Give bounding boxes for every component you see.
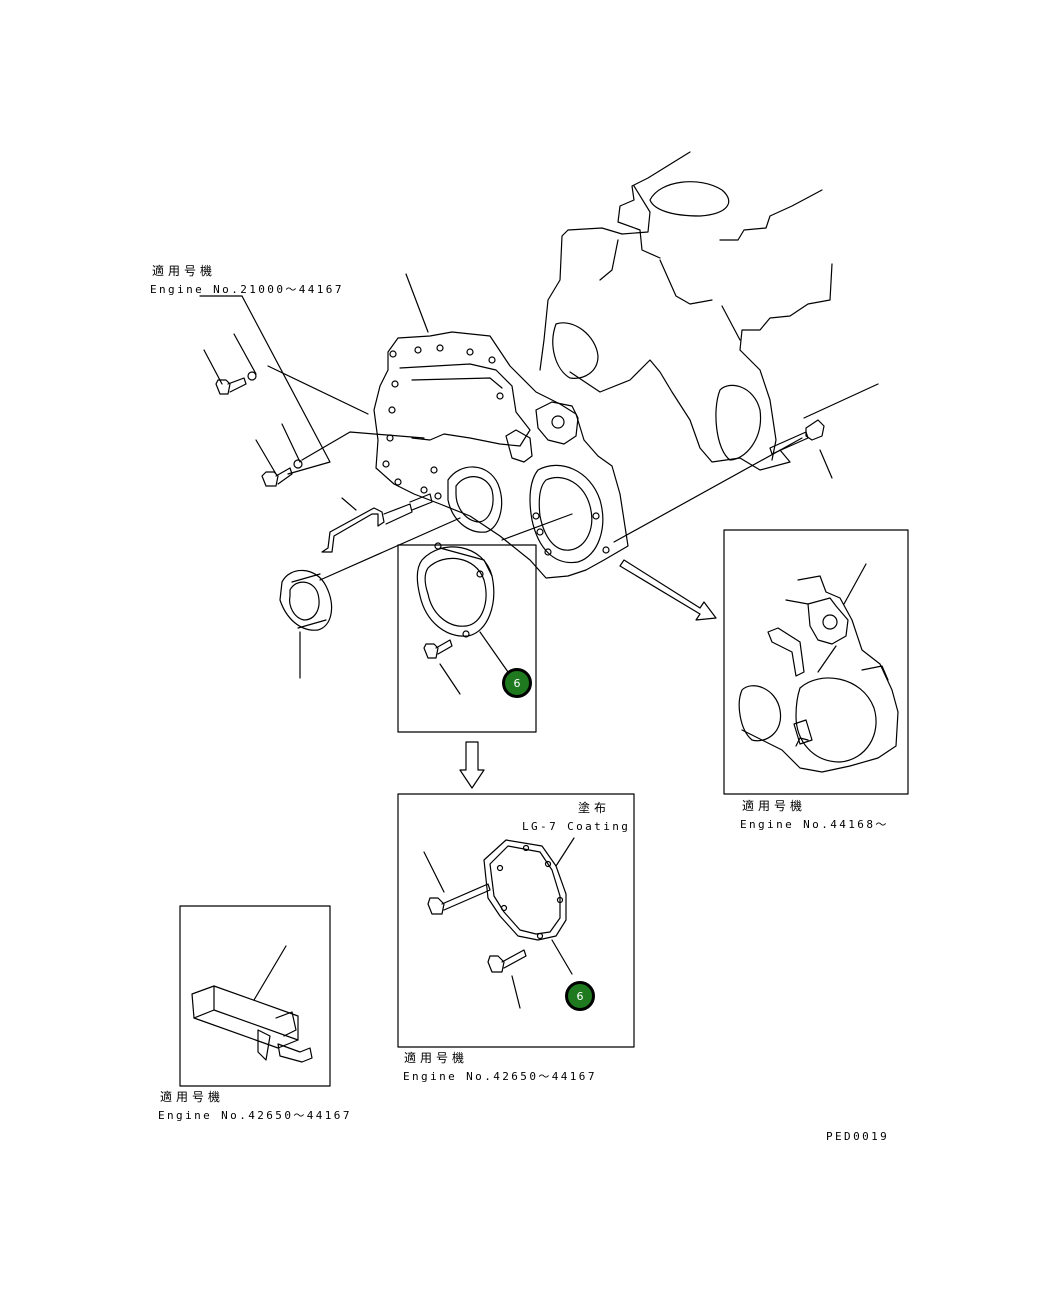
applicable-label-left: 適用号機	[160, 1090, 225, 1104]
detail-box-right	[723, 529, 909, 795]
detail-box-guide	[179, 905, 331, 1087]
callout-badge[interactable]: 6	[565, 981, 595, 1011]
coating-label: LG-7 Coating	[522, 820, 631, 833]
front-cover	[373, 331, 629, 579]
serial-range-right: Engine No.44168〜	[740, 818, 889, 831]
dipstick-guide	[321, 493, 433, 553]
oil-seal	[279, 569, 333, 631]
callout-badge[interactable]: 6	[502, 668, 532, 698]
bolt-lower-left	[261, 459, 303, 487]
coating-label-jp: 塗布	[578, 801, 611, 815]
bolt-right	[769, 419, 825, 455]
serial-range-main: Engine No.21000〜44167	[150, 283, 344, 296]
leader-lines	[199, 273, 879, 679]
figure-code: PED0019	[826, 1130, 890, 1143]
engine-block-outline	[539, 151, 833, 471]
diagonal-arrow	[619, 559, 717, 621]
bolt-upper-left	[215, 371, 257, 395]
serial-range-left: Engine No.42650〜44167	[158, 1109, 352, 1122]
applicable-label-mid: 適用号機	[404, 1051, 469, 1065]
applicable-label-right: 適用号機	[742, 799, 807, 813]
detail-box-cover-plate	[397, 793, 635, 1048]
down-arrow	[459, 741, 485, 789]
applicable-label-main: 適用号機	[152, 264, 217, 278]
detail-box-seal-housing	[397, 542, 537, 733]
serial-range-mid: Engine No.42650〜44167	[403, 1070, 597, 1083]
